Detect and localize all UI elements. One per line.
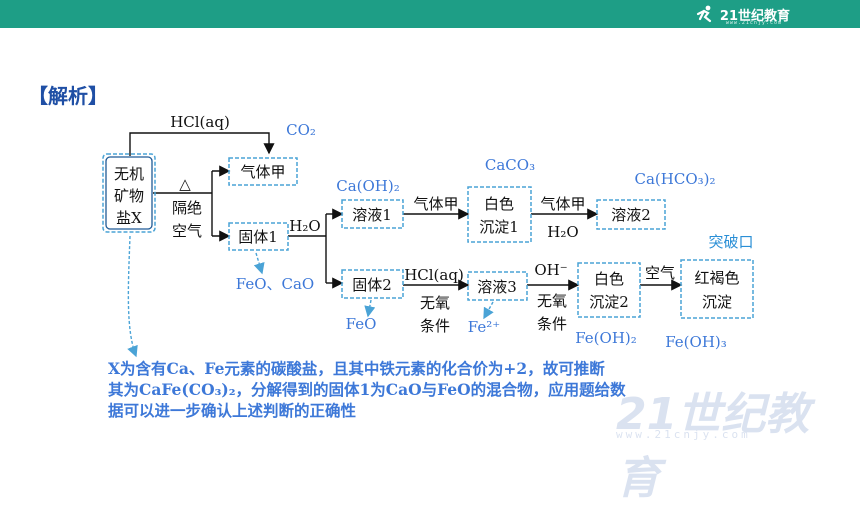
label-gas-a-2: 气体甲: [540, 195, 585, 213]
label-hcl-2: HCl(aq): [404, 266, 464, 284]
box-solid1: [228, 222, 289, 251]
sol1-label: 溶液1: [352, 206, 392, 224]
annot-feo: FeO: [346, 315, 377, 333]
label-anoxic-2b: 条件: [537, 315, 567, 333]
label-isolate-2: 空气: [172, 222, 202, 240]
annot-breakthrough: 突破口: [708, 233, 753, 251]
gas-a-label: 气体甲: [240, 163, 285, 181]
box-solid2: [341, 269, 404, 299]
sol3-label: 溶液3: [477, 278, 517, 296]
box-group: [102, 153, 754, 319]
label-anoxic-1b: 条件: [420, 317, 450, 335]
box-red-brown: [680, 259, 754, 319]
annot-fe2: Fe²⁺: [468, 318, 500, 336]
brand-logo: 21世纪教育: [694, 4, 790, 24]
box-sol3: [467, 271, 528, 301]
explanation-line-3: 据可以进一步确认上述判断的正确性: [108, 401, 357, 420]
box-sol1: [341, 199, 404, 229]
annot-co2: CO₂: [286, 121, 316, 139]
watermark-url: www.21cnjy.com: [616, 428, 751, 441]
label-heat: △: [179, 175, 191, 193]
explanation-line-1: X为含有Ca、Fe元素的碳酸盐，且其中铁元素的化合价为+2，故可推断: [108, 359, 605, 378]
sol2-label: 溶液2: [611, 206, 651, 224]
box-gas-a: [228, 157, 298, 186]
label-air: 空气: [645, 264, 675, 282]
solid1-label: 固体1: [238, 228, 278, 246]
wp2-label-1: 白色: [594, 270, 624, 288]
flow-diagram: 无机 矿物 盐X 气体甲 固体1 溶液1 白色 沉淀1 溶液2 固体2 溶液3 …: [102, 113, 754, 358]
red-brown-label-2: 沉淀: [702, 293, 732, 311]
explanation-text: X为含有Ca、Fe元素的碳酸盐，且其中铁元素的化合价为+2，故可推断 其为CaF…: [108, 358, 808, 421]
annot-caoh2: Ca(OH)₂: [336, 177, 400, 195]
annot-feoh2: Fe(OH)₂: [575, 329, 637, 347]
salt-label-3: 盐X: [116, 209, 142, 227]
box-salt-x: [105, 156, 153, 230]
box-sol2: [596, 199, 666, 230]
label-hcl-1: HCl(aq): [170, 113, 230, 131]
label-gas-a: 气体甲: [413, 195, 458, 213]
box-wp1: [467, 186, 532, 243]
salt-label-1: 无机: [114, 165, 144, 183]
wp1-label-1: 白色: [484, 195, 514, 213]
brand-logo-text: 21世纪教育: [719, 8, 790, 24]
dashed-arrow-to-feo-cao: [253, 252, 265, 275]
runner-icon: [696, 5, 712, 23]
label-water: H₂O: [289, 217, 320, 235]
dashed-arrow-to-fe2: [483, 301, 494, 320]
solid2-label: 固体2: [352, 276, 392, 294]
label-isolate-1: 隔绝: [172, 199, 202, 217]
annot-cahco3: Ca(HCO₃)₂: [634, 170, 715, 188]
label-anoxic-2a: 无氧: [537, 292, 567, 310]
brand-logo-url: www.21cnjy.com: [725, 20, 782, 26]
annot-caco3: CaCO₃: [485, 156, 535, 174]
arrow-hcl-to-gas-a: [129, 132, 275, 156]
analysis-heading: 【解析】: [28, 84, 108, 108]
red-brown-label-1: 红褐色: [694, 269, 739, 287]
top-banner: [0, 0, 860, 28]
salt-label-2: 矿物: [114, 187, 144, 205]
annot-feoh3: Fe(OH)₃: [665, 333, 727, 351]
annot-feo-cao: FeO、CaO: [236, 275, 314, 293]
box-wp2: [577, 262, 641, 318]
label-hydroxide: OH⁻: [534, 261, 567, 279]
label-anoxic-1a: 无氧: [420, 294, 450, 312]
dashed-arrow-to-explanation: [127, 235, 138, 358]
label-water-2: H₂O: [547, 223, 578, 241]
wp1-label-2: 沉淀1: [479, 218, 519, 236]
explanation-line-2: 其为CaFe(CO₃)₂，分解得到的固体1为CaO与FeO的混合物，应用题给数: [108, 380, 626, 399]
dashed-arrow-to-feo: [364, 299, 376, 318]
wp2-label-2: 沉淀2: [589, 293, 629, 311]
